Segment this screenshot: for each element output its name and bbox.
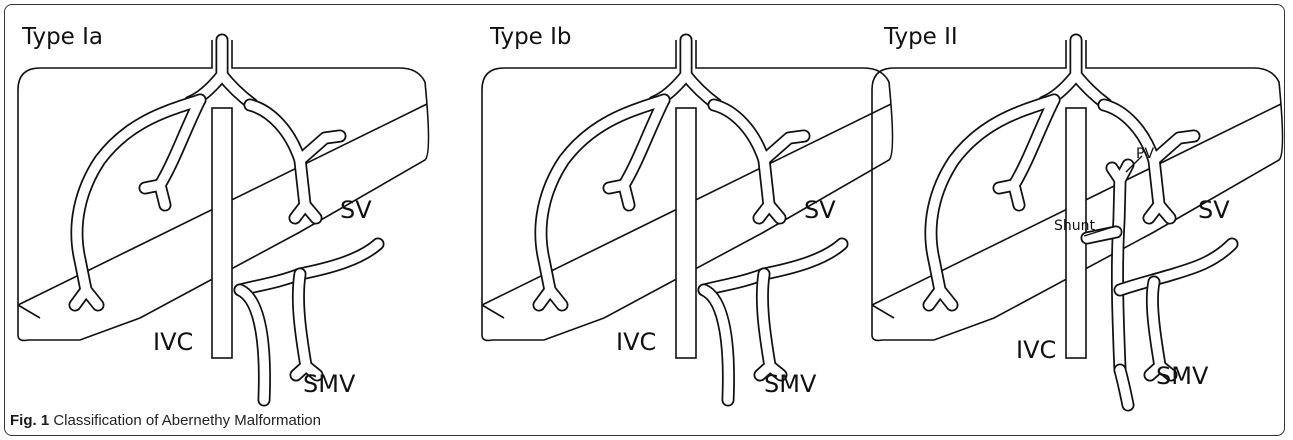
label-ivc: IVC — [153, 328, 193, 356]
label-shunt: Shunt — [1054, 218, 1096, 234]
panel-type-ii: Type II PV Shunt SV IVC SMV — [872, 24, 1283, 405]
label-sv: SV — [340, 196, 372, 224]
label-sv: SV — [1198, 196, 1230, 224]
label-smv: SMV — [764, 370, 817, 398]
panel-title: Type II — [883, 24, 958, 50]
label-ivc: IVC — [1016, 336, 1056, 364]
label-pv: PV — [1136, 146, 1154, 162]
figure-caption-label: Fig. 1 — [10, 412, 49, 429]
panel-title: Type Ia — [21, 24, 103, 50]
figure-caption-text: Classification of Abernethy Malformation — [53, 412, 321, 429]
ivc-vessel — [676, 108, 696, 358]
panel-type-ia: Type Ia SV IVC SMV — [18, 24, 429, 400]
panel-title: Type Ib — [489, 24, 572, 50]
label-smv: SMV — [1156, 362, 1209, 390]
label-smv: SMV — [303, 370, 356, 398]
panel-type-ib: Type Ib SV IVC SMV — [482, 24, 893, 400]
label-ivc: IVC — [616, 328, 656, 356]
figure-caption: Fig. 1 Classification of Abernethy Malfo… — [10, 412, 321, 429]
label-sv: SV — [804, 196, 836, 224]
ivc-vessel — [212, 108, 232, 358]
